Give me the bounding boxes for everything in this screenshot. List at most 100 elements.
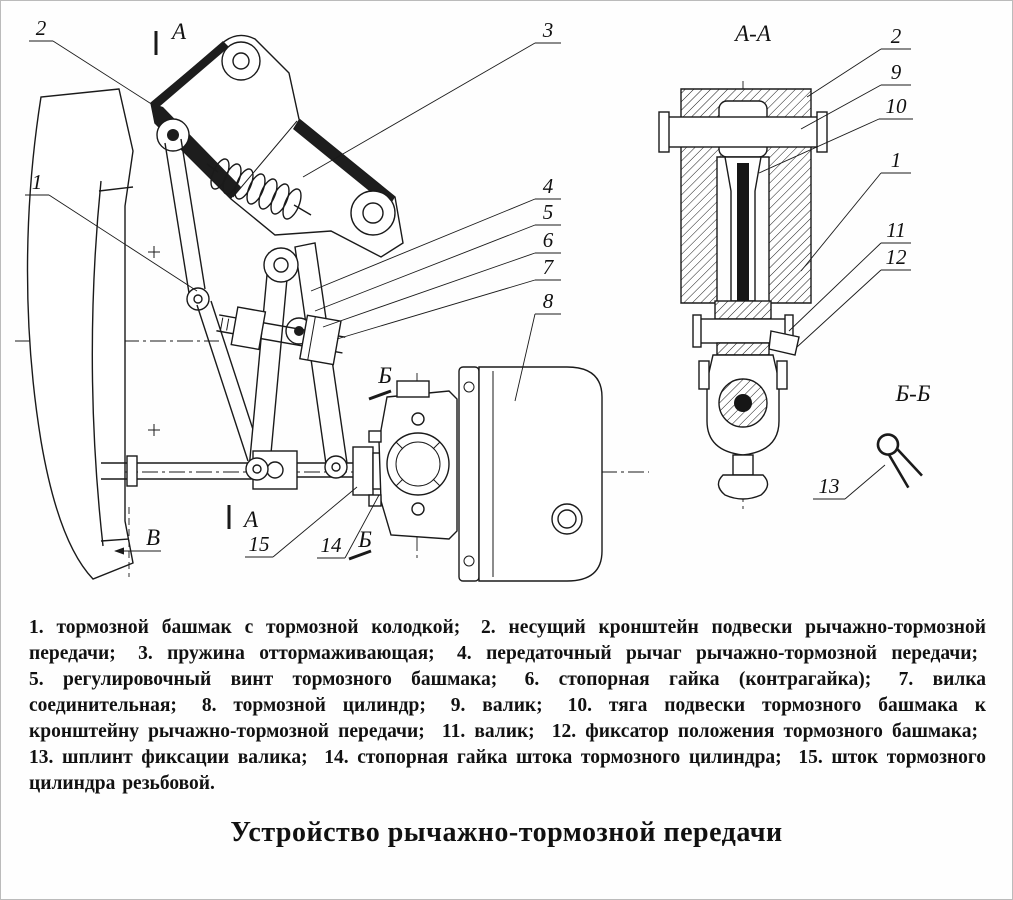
marker-a-top-label: А [170, 19, 187, 44]
cotter-pin [876, 433, 923, 489]
svg-text:11: 11 [886, 218, 905, 242]
svg-text:1: 1 [891, 148, 902, 172]
section-callout-1: 1 [800, 148, 911, 272]
legend-item-text: валик; [482, 695, 543, 716]
callout-1: 1 [25, 170, 198, 292]
legend-item-number: 11. [441, 721, 466, 742]
legend-item-number: 7. [898, 669, 914, 690]
legend-item-text: несущий кронштейн подвески рычажно-тормо… [29, 617, 987, 664]
adjusting-screw-assembly [216, 306, 346, 366]
svg-text:15: 15 [249, 532, 270, 556]
release-spring [206, 158, 312, 220]
legend-item-number: 3. [138, 643, 153, 664]
callout-4: 4 [310, 174, 561, 292]
main-view: А А Б Б В 2 [15, 16, 649, 582]
legend-item-text: передаточный рычаг рычажно-тормозной пер… [486, 643, 979, 664]
legend-item-text: валик; [474, 721, 535, 742]
svg-text:10: 10 [886, 94, 908, 118]
drawing-title: Устройство рычажно-тормозной передачи [230, 817, 783, 848]
legend-item: 4. передаточный рычаг рычажно-тормозной … [457, 643, 986, 664]
legend-item-number: 12. [551, 721, 577, 742]
svg-text:13: 13 [819, 474, 840, 498]
legend-item: 15. шток тормозного цилиндра резьбовой. [29, 747, 986, 794]
svg-text:1: 1 [32, 170, 43, 194]
callout-15: 15 [245, 486, 358, 558]
legend-item: 14. стопорная гайка штока тормозного цил… [324, 747, 790, 768]
callout-7: 7 [336, 255, 561, 340]
svg-text:14: 14 [321, 533, 343, 557]
legend-item: 5. регулировочный винт тормозного башмак… [29, 669, 505, 690]
lower-pin-assembly [692, 300, 800, 356]
legend-item-number: 2. [481, 617, 496, 638]
brake-shoe [26, 88, 160, 580]
svg-text:4: 4 [543, 174, 554, 198]
section-callout-13: 13 [813, 464, 886, 500]
legend-item-text: регулировочный винт тормозного башмака; [62, 669, 498, 690]
legend-item-text: тяга подвески тормозного башмака к кронш… [29, 695, 986, 742]
section-callout-11: 11 [788, 218, 911, 332]
callout-6: 6 [322, 228, 561, 328]
legend-item-number: 10. [567, 695, 592, 716]
section-marker-a-top: А [154, 19, 187, 55]
svg-text:6: 6 [543, 228, 554, 252]
callout-3: 3 [302, 18, 561, 178]
section-bb-view: Б-Б 13 [813, 381, 931, 500]
section-callout-9: 9 [800, 60, 911, 130]
marker-a-bottom-label: А [242, 507, 259, 532]
marker-b-bottom-label: Б [357, 527, 372, 552]
position-fixator [768, 330, 800, 356]
marker-v-label: В [146, 525, 160, 550]
legend-item: 11. валик; [442, 721, 543, 742]
brake-cylinder [458, 366, 603, 582]
legend-item: 7. вилка соединительная; [29, 669, 986, 716]
parts-legend: 1. тормозной башмак с тормозной колодкой… [29, 615, 986, 797]
legend-item: 8. тормозной цилиндр; [202, 695, 434, 716]
legend-item-number: 14. [324, 747, 349, 768]
section-callout-2: 2 [806, 24, 911, 98]
legend-item-number: 13. [29, 747, 54, 768]
section-marker-b-top: Б [368, 363, 392, 401]
svg-text:9: 9 [891, 60, 902, 84]
legend-item-number: 9. [450, 695, 466, 716]
legend-item-number: 15. [798, 747, 823, 768]
view-marker-v: В [114, 507, 161, 577]
carrier-bracket [150, 34, 404, 258]
legend-item-text: тормозной башмак с тормозной колодкой; [56, 617, 461, 638]
svg-text:2: 2 [891, 24, 902, 48]
legend-item-text: шток тормозного цилиндра резьбовой. [29, 747, 987, 794]
shoe-head-section [698, 354, 788, 500]
svg-text:8: 8 [543, 289, 554, 313]
callout-2: 2 [29, 16, 154, 106]
legend-item-text: шплинт фиксации валика; [62, 747, 308, 768]
callout-14: 14 [317, 494, 380, 559]
legend-item-text: стопорная гайка (контрагайка); [558, 669, 872, 690]
legend-item: 9. валик; [451, 695, 551, 716]
technical-drawing: А А Б Б В 2 [15, 16, 931, 582]
legend-item: 2. несущий кронштейн подвески рычажно-то… [29, 617, 986, 664]
svg-text:12: 12 [886, 245, 908, 269]
callout-8: 8 [514, 289, 561, 402]
legend-item: 1. тормозной башмак с тормозной колодкой… [29, 617, 468, 638]
section-callout-10: 10 [758, 94, 913, 174]
legend-item-number: 6. [524, 669, 540, 690]
cylinder-head [368, 380, 458, 540]
legend-item-text: тормозной цилиндр; [233, 695, 426, 716]
pin-9 [666, 116, 820, 148]
legend-item: 3. пружина оттормаживающая; [138, 643, 443, 664]
svg-text:2: 2 [36, 16, 47, 40]
shoe-hanger [164, 138, 263, 462]
legend-item-number: 8. [201, 695, 217, 716]
section-marker-a-bottom: А [227, 505, 259, 532]
legend-item-text: фиксатор положения тормозного башмака; [585, 721, 978, 742]
legend-item: 13. шплинт фиксации валика; [29, 747, 316, 768]
legend-item-text: вилка соединительная; [29, 669, 987, 716]
legend-item: 12. фиксатор положения тормозного башмак… [552, 721, 986, 742]
legend-item: 6. стопорная гайка (контрагайка); [525, 669, 880, 690]
svg-text:3: 3 [542, 18, 554, 42]
callout-5: 5 [314, 200, 561, 312]
section-aa-view: А-А [658, 21, 913, 513]
legend-item-number: 1. [29, 617, 44, 638]
legend-item-text: стопорная гайка штока тормозного цилиндр… [357, 747, 782, 768]
svg-text:5: 5 [543, 200, 554, 224]
